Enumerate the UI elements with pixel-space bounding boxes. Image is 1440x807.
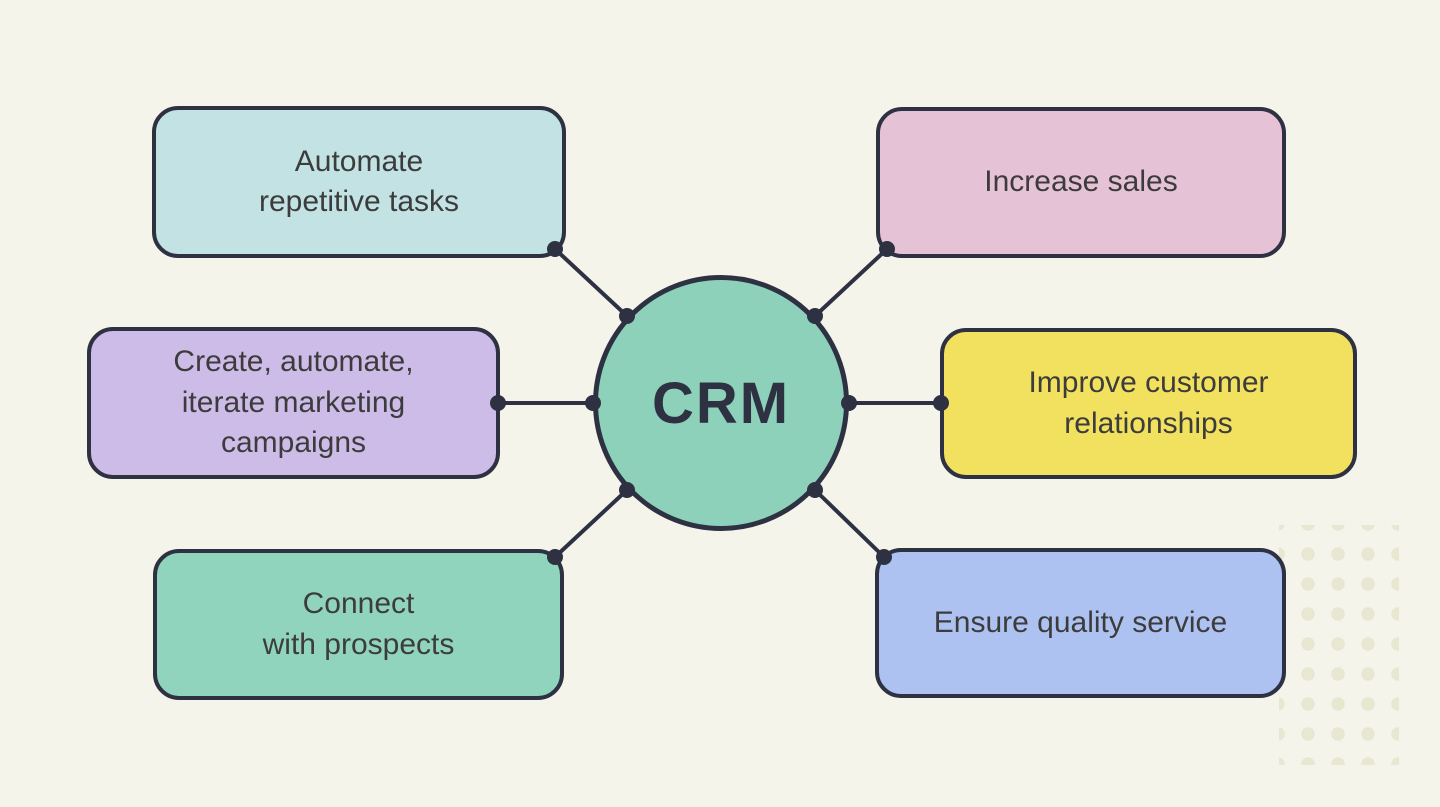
node-increase-sales: Increase sales — [876, 107, 1286, 258]
node-automate-tasks-label: Automate repetitive tasks — [258, 144, 460, 219]
node-automate-tasks: Automate repetitive tasks — [152, 106, 566, 258]
node-connect-prospects-label: Connect with prospects — [262, 587, 455, 661]
decorative-dot-grid — [1279, 525, 1399, 765]
edge-crm-automate-tasks — [553, 247, 629, 318]
node-quality-service-label: Ensure quality service — [933, 605, 1228, 639]
edge-crm-increase-sales — [813, 247, 889, 318]
node-improve-relationships: Improve customer relationships — [940, 328, 1357, 479]
node-marketing-campaigns: Create, automate, iterate marketing camp… — [87, 327, 500, 479]
edge-crm-quality-service — [813, 488, 886, 559]
node-quality-service: Ensure quality service — [875, 548, 1286, 698]
edge-crm-connect-prospects — [553, 488, 629, 559]
center-node-crm-label: CRM — [651, 370, 791, 436]
center-node-crm: CRM — [593, 275, 849, 531]
node-increase-sales-label: Increase sales — [984, 165, 1178, 199]
node-connect-prospects: Connect with prospects — [153, 549, 564, 700]
node-marketing-campaigns-label: Create, automate, iterate marketing camp… — [173, 345, 414, 460]
node-improve-relationships-label: Improve customer relationships — [1028, 366, 1269, 440]
